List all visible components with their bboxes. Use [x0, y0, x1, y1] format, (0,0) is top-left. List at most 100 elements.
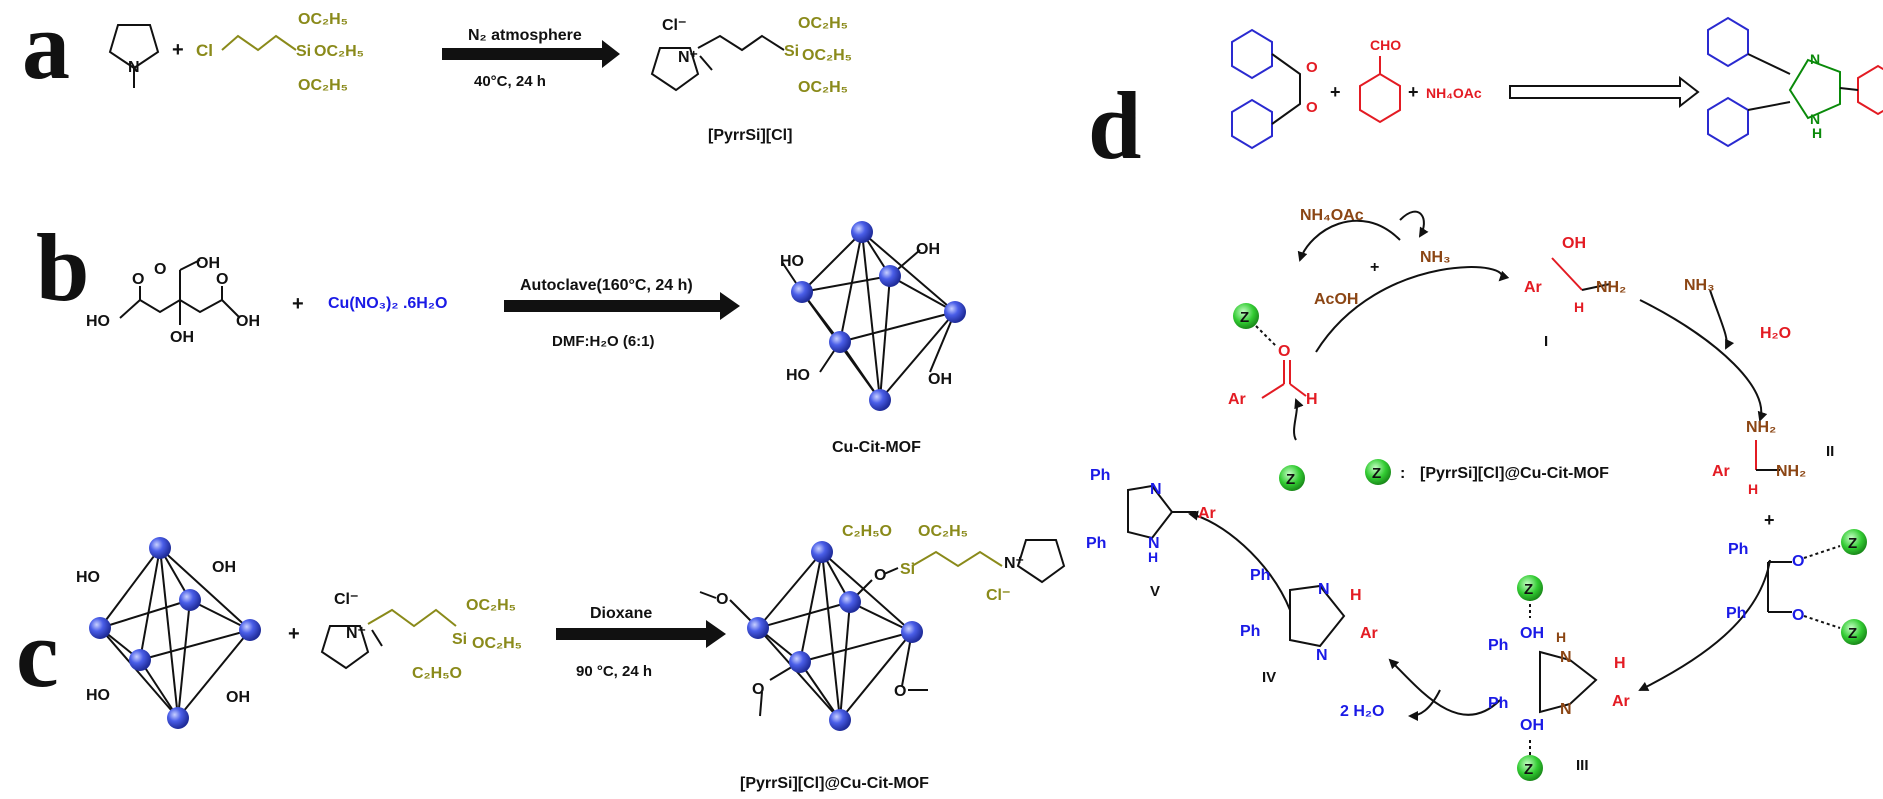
cycle-h2o: H₂O: [1760, 325, 1791, 342]
benzil-ph2: Ph: [1726, 605, 1746, 622]
II-nh2-top: NH₂: [1746, 419, 1776, 436]
prod-c-o-bl: O: [752, 681, 764, 698]
cycle-water-out: 2 H₂O: [1340, 703, 1384, 720]
nh3-release-arrow: [1399, 210, 1429, 238]
n-methylpyrrolidine-structure: N: [108, 24, 160, 88]
citric-ho-left: HO: [86, 313, 110, 330]
cho-label: CHO: [1370, 37, 1401, 53]
mof-c-reactant: HO OH HO OH: [76, 537, 261, 729]
conditions-b-bottom: DMF:H₂O (6:1): [552, 333, 655, 350]
V-ph-top: Ph: [1090, 467, 1110, 484]
label-IV: IV: [1262, 669, 1276, 686]
mof-c-ho-bl: HO: [86, 687, 110, 704]
citric-oh-right: OH: [236, 313, 260, 330]
activated-benzil: Ph O Ph O Z Z: [1726, 529, 1867, 645]
product-si: Si: [784, 43, 799, 60]
mof-c-oh-tr: OH: [212, 559, 236, 576]
citric-o-left: O: [132, 271, 144, 288]
V-h: H: [1148, 549, 1158, 565]
conditions-a-top: N₂ atmosphere: [468, 27, 582, 44]
ammonium-nitrogen: N⁺: [678, 49, 698, 66]
label-V: V: [1150, 583, 1160, 600]
IV-n-bottom: N: [1316, 647, 1328, 664]
plus-b: +: [292, 293, 304, 315]
imid-n1: N: [1810, 51, 1820, 67]
cycle-arrow-IV-to-V: [1188, 510, 1291, 611]
triphenylimidazole-structure: N N H: [1707, 16, 1883, 148]
catalyst-legend: Z : [PyrrSi][Cl]@Cu-Cit-MOF: [1365, 459, 1609, 485]
intermediate-III: Z Z OH Ph H N Ph H N Ar OH: [1488, 575, 1630, 781]
citric-oh-center: OH: [170, 329, 194, 346]
legend-z: Z: [1372, 465, 1381, 482]
nh4oac-label: NH₄OAc: [1426, 85, 1482, 101]
label-I: I: [1544, 333, 1548, 350]
II-nh2-right: NH₂: [1776, 463, 1806, 480]
benzil-structure: O O: [1231, 28, 1318, 150]
IV-n-top: N: [1318, 581, 1330, 598]
cycle-plus-top: +: [1370, 259, 1379, 276]
V-n-top: N: [1150, 481, 1162, 498]
mof-b-ho-tl: HO: [780, 253, 804, 270]
z-released: Z: [1286, 471, 1295, 488]
c-oet-bottom: C₂H₅O: [412, 665, 462, 682]
III-oh-bottom: OH: [1520, 717, 1544, 734]
benzil-ph1: Ph: [1728, 541, 1748, 558]
imid-n2: N: [1810, 111, 1820, 127]
conditions-c-bottom: 90 °C, 24 h: [576, 663, 652, 680]
reaction-arrow-a: [442, 40, 620, 68]
III-oh-top: OH: [1520, 625, 1544, 642]
prod-c-o-tl: O: [716, 591, 728, 608]
citric-o-top: O: [154, 261, 166, 278]
svg-text:N: N: [128, 59, 140, 76]
cycle-plus-right: +: [1764, 510, 1775, 530]
intermediate-II: NH₂ Ar H NH₂: [1712, 419, 1806, 497]
plus-d2: +: [1408, 82, 1419, 102]
conditions-a-bottom: 40°C, 24 h: [474, 73, 546, 90]
product-oet-bottom: OC₂H₅: [798, 79, 848, 96]
I-oh: OH: [1562, 235, 1586, 252]
conditions-b-top: Autoclave(160°C, 24 h): [520, 277, 693, 294]
cycle-arrow-V-to-catalyst: [1293, 398, 1304, 441]
activated-aldehyde: Z O Ar H: [1228, 303, 1318, 408]
reaction-arrow-c: [556, 620, 726, 648]
ald-ar: Ar: [1228, 391, 1246, 408]
z-benzil-bottom: Z: [1848, 625, 1857, 642]
cu-cit-mof-cluster: HO OH HO OH: [780, 221, 966, 411]
citric-oh-top: OH: [196, 255, 220, 272]
benzil-o-top: O: [1792, 553, 1804, 570]
cycle-nh3-right: NH₃: [1684, 277, 1715, 294]
functionalized-mof-product: C₂H₅O OC₂H₅ O Si N⁺ Cl⁻ O O O: [699, 523, 1066, 731]
product-oet-top: OC₂H₅: [798, 15, 848, 32]
prod-c-oet-left: C₂H₅O: [842, 523, 892, 540]
benzaldehyde-structure: CHO: [1359, 37, 1401, 124]
I-ar: Ar: [1524, 279, 1542, 296]
panel-letter-b: b: [36, 214, 89, 321]
III-n-bottom: N: [1560, 701, 1572, 718]
IV-h: H: [1350, 587, 1362, 604]
intermediate-IV: Ph N H Ph N Ar: [1240, 567, 1378, 664]
copper-nitrate: Cu(NO₃)₂ .6H₂O: [328, 295, 447, 312]
III-ph-top: Ph: [1488, 637, 1508, 654]
chloropropyl-silane-structure: Cl OC₂H₅ Si OC₂H₅ OC₂H₅: [196, 11, 364, 94]
prod-c-chloride: Cl⁻: [986, 587, 1010, 604]
chloride-anion: Cl⁻: [662, 17, 686, 34]
mof-c-ho-tl: HO: [76, 569, 100, 586]
citric-o-right: O: [216, 271, 228, 288]
prod-c-o-link: O: [874, 567, 886, 584]
atom-oet-bottom: OC₂H₅: [298, 77, 348, 94]
c-chloride: Cl⁻: [334, 591, 358, 608]
z-aldehyde: Z: [1240, 309, 1249, 326]
imid-h: H: [1812, 125, 1822, 141]
cycle-arrow-aldehyde-to-I: [1315, 266, 1510, 353]
cycle-acoh: AcOH: [1314, 291, 1358, 308]
V-ar: Ar: [1198, 505, 1216, 522]
prod-c-si: Si: [900, 561, 915, 578]
z-benzil-top: Z: [1848, 535, 1857, 552]
III-n-top: N: [1560, 649, 1572, 666]
III-h-top: H: [1556, 629, 1566, 645]
IV-ar: Ar: [1360, 625, 1378, 642]
ald-o: O: [1278, 343, 1290, 360]
III-h-right: H: [1614, 655, 1626, 672]
cycle-arrow-to-III: [1638, 559, 1771, 691]
